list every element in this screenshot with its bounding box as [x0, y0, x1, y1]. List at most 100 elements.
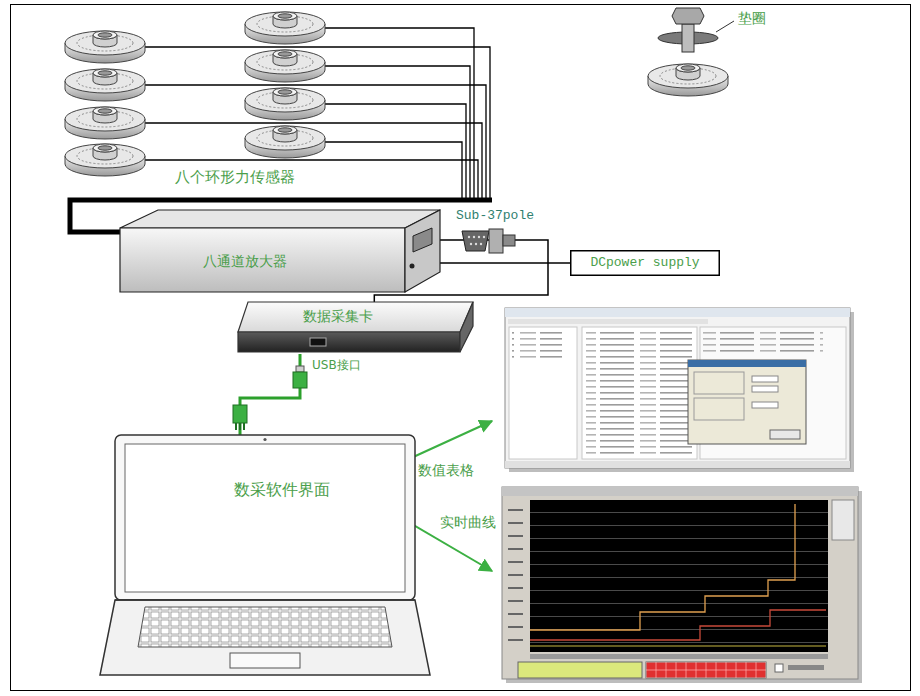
- dsub-connector-symbol-part: [468, 236, 470, 238]
- usb-plug-symbol-part: [296, 366, 304, 372]
- laptop-computer-outline-part: [100, 600, 430, 675]
- bolt-washer-symbol-part: [672, 8, 704, 24]
- usb-plug-symbol-part: [233, 405, 247, 423]
- curve-screenshot-part: [502, 487, 858, 496]
- ring-sensor: [245, 50, 325, 82]
- table-screenshot-part: [508, 319, 708, 324]
- table-screenshot-part: [505, 308, 850, 468]
- curve-screenshot-part: [506, 491, 862, 683]
- sensor-wire-part: [145, 47, 490, 200]
- curve-screenshot-part: [530, 610, 826, 640]
- curve-screenshot-part: [530, 504, 795, 630]
- bolt-washer-symbol: [648, 8, 734, 96]
- curve-screenshot-part: [646, 662, 766, 678]
- dsub-connector-symbol-part: [483, 236, 485, 238]
- laptop-computer-outline-part: [115, 599, 415, 601]
- curve-screenshot-part: [832, 500, 854, 540]
- table-screenshot-part: [509, 327, 577, 459]
- sensor-wire-part: [325, 104, 466, 200]
- daq-card-box-outline-part: [310, 338, 326, 346]
- dsub-connector-symbol-part: [462, 231, 489, 251]
- ring-sensors: [65, 12, 325, 176]
- dsub-connector-symbol-part: [489, 229, 503, 253]
- label-holder: 垫圈: [738, 10, 766, 28]
- curve-screenshot-part: [646, 662, 766, 678]
- node-text: 数据采集卡: [303, 308, 373, 326]
- daq-card-box-outline-part: [238, 302, 473, 332]
- node-text: 数采软件界面: [234, 480, 330, 500]
- curve-screenshot-part: [502, 487, 858, 679]
- daq-card-box-outline-part: [460, 302, 473, 352]
- curve-screenshot-part: [530, 500, 828, 652]
- bolt-washer-symbol-part: [682, 24, 694, 52]
- ring-sensor: [245, 126, 325, 158]
- table-screenshot-part: [688, 360, 806, 444]
- sensor-wire-part: [145, 160, 478, 200]
- curve-screenshot-part: [518, 662, 642, 678]
- sensor-wire-part: [325, 28, 474, 200]
- group-label: 八个环形力传感器: [175, 168, 295, 187]
- daq-card-box: 数据采集卡: [238, 302, 473, 354]
- dsub-connector-symbol: [462, 229, 515, 253]
- part-label: 垫圈: [738, 10, 766, 28]
- table-screenshot-part: [586, 331, 692, 455]
- table-screenshot-part: [694, 372, 744, 394]
- table-screenshot-part: [582, 327, 697, 459]
- table-screenshot-part: [770, 430, 800, 439]
- sensor-wire: [145, 28, 490, 200]
- table-screenshot-part: [505, 461, 850, 468]
- laptop-computer-outline-part: [230, 653, 300, 668]
- amplifier-box-outline-part: [410, 264, 415, 269]
- table-screenshot-part: [512, 332, 562, 362]
- ring-sensor: [65, 31, 145, 63]
- amplifier-box-outline: [120, 210, 440, 292]
- dsub-connector-symbol-part: [473, 236, 475, 238]
- dsub-connector-symbol-part: [478, 236, 480, 238]
- label-holder: 实时曲线: [440, 514, 496, 532]
- label-holder: Sub-37pole: [456, 208, 534, 224]
- table-screenshot-part: [505, 308, 850, 317]
- laptop-computer-outline-part: [115, 435, 415, 600]
- laptop-computer-outline-part: [263, 438, 266, 441]
- curve-screenshot-part: [775, 664, 783, 672]
- usb-plug-symbol-part: [243, 423, 245, 430]
- table-screenshot-part: [688, 360, 806, 367]
- laptop-computer-outline: [100, 435, 430, 678]
- bolt-washer-symbol-part: [716, 21, 734, 32]
- usb-plug-symbol: [233, 366, 307, 430]
- power-supply-box: DCpower supply: [570, 250, 720, 276]
- curve-screenshot-part: [530, 654, 828, 659]
- sensor-wire-part: [325, 142, 462, 200]
- curve-screenshot-part: [530, 645, 826, 646]
- sensor-wire-part: [145, 85, 486, 200]
- curve-screenshot-part: [788, 665, 824, 670]
- usb-plug-symbol-part: [293, 372, 307, 388]
- view-label: 实时曲线: [440, 514, 496, 532]
- dsub-connector-symbol-part: [503, 235, 515, 246]
- laptop-computer-outline-part: [138, 607, 392, 647]
- curve-screenshot-part: [530, 500, 828, 652]
- label-holder: 数值表格: [418, 462, 474, 480]
- laptop-computer-outline-part: [125, 444, 405, 592]
- table-screenshot-part: [694, 398, 744, 420]
- laptop-computer: 数采软件界面: [100, 435, 430, 678]
- port-label: USB接口: [312, 358, 361, 373]
- table-screenshot-part: [752, 402, 778, 408]
- usb-cable: [240, 354, 300, 435]
- curve-screenshot: [502, 487, 862, 683]
- ring-sensor: [648, 64, 728, 96]
- dsub-connector-symbol-part: [475, 243, 477, 245]
- power-wire: [440, 262, 570, 264]
- node-text: 八通道放大器: [203, 253, 287, 271]
- daq-card-box-outline-part: [238, 332, 460, 352]
- ring-sensor: [245, 88, 325, 120]
- label-holder: USB接口: [312, 358, 361, 373]
- sensor-wire-part: [325, 66, 470, 200]
- figure-frame: [11, 5, 911, 691]
- ring-sensor: [65, 69, 145, 101]
- dsub-connector-symbol-part: [470, 243, 472, 245]
- view-label: 数值表格: [418, 462, 474, 480]
- usb-plug-symbol-part: [239, 423, 241, 430]
- table-screenshot-part: [703, 330, 823, 356]
